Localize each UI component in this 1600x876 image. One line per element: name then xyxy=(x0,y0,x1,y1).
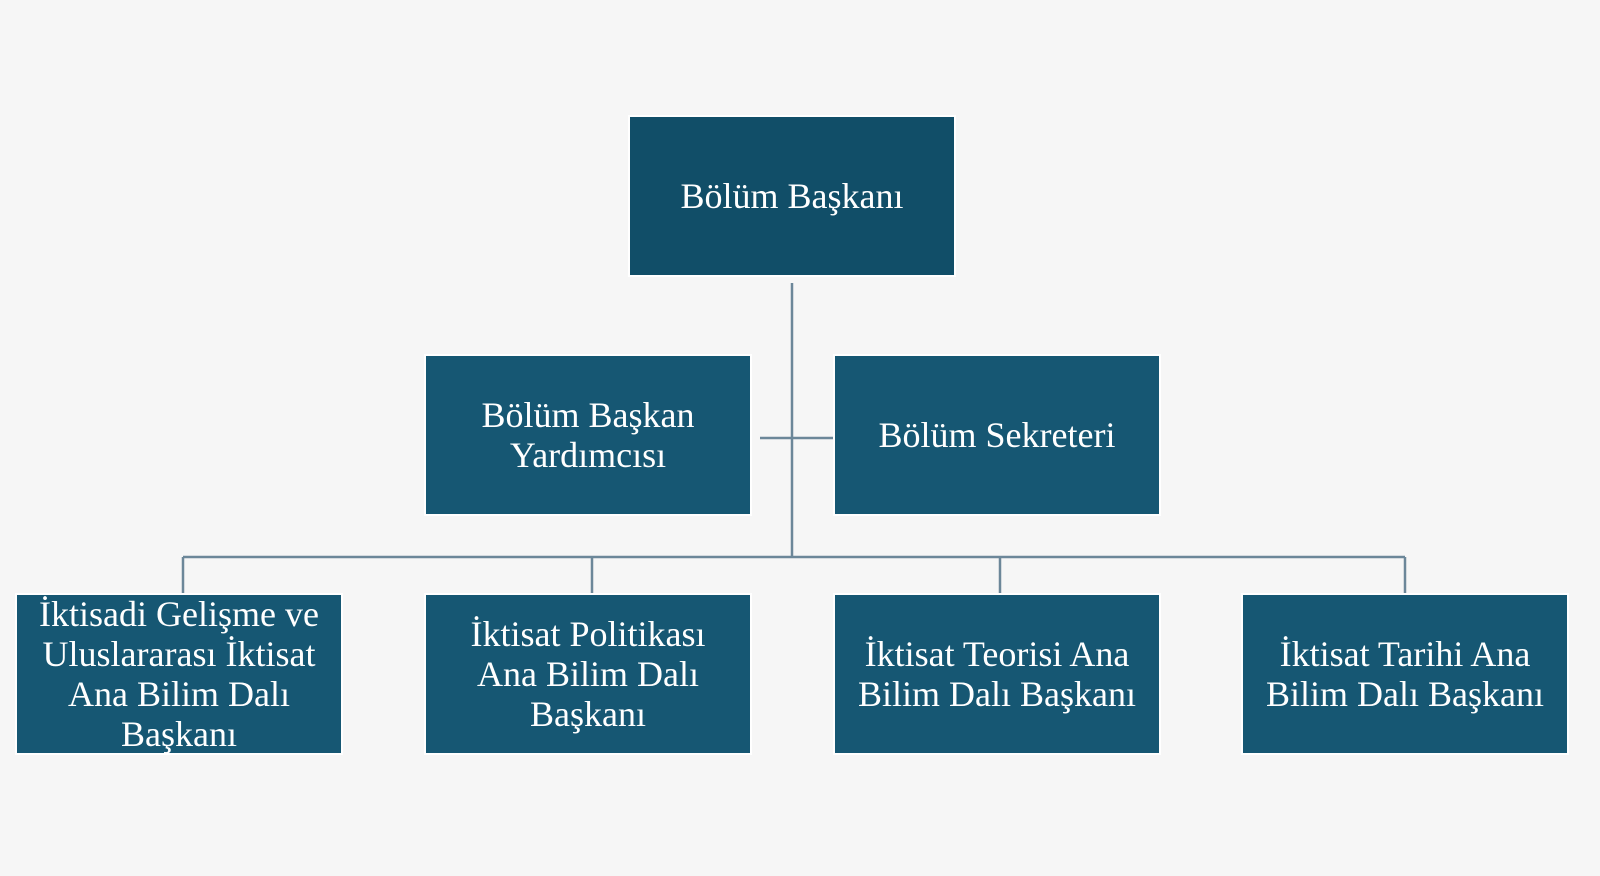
node-bolum-sekreteri: Bölüm Sekreteri xyxy=(833,354,1161,516)
node-label: İktisat Teorisi Ana Bilim Dalı Başkanı xyxy=(858,634,1136,714)
node-iktisat-teorisi-ana-bilim-dali: İktisat Teorisi Ana Bilim Dalı Başkanı xyxy=(833,593,1161,755)
node-label: Bölüm Başkanı xyxy=(680,176,904,216)
node-bolum-baskan-yardimcisi: Bölüm Başkan Yardımcısı xyxy=(424,354,752,516)
node-iktisat-tarihi-ana-bilim-dali: İktisat Tarihi Ana Bilim Dalı Başkanı xyxy=(1241,593,1569,755)
node-iktisat-politikasi-ana-bilim-dali: İktisat Politikası Ana Bilim Dalı Başkan… xyxy=(424,593,752,755)
node-iktisadi-gelisme-ana-bilim-dali: İktisadi Gelişme ve Uluslararası İktisat… xyxy=(15,593,343,755)
node-bolum-baskani: Bölüm Başkanı xyxy=(628,115,956,277)
node-label: İktisadi Gelişme ve Uluslararası İktisat… xyxy=(39,594,319,754)
node-label: Bölüm Sekreteri xyxy=(878,415,1116,455)
node-label: İktisat Tarihi Ana Bilim Dalı Başkanı xyxy=(1266,634,1544,714)
node-label: Bölüm Başkan Yardımcısı xyxy=(481,395,695,475)
node-label: İktisat Politikası Ana Bilim Dalı Başkan… xyxy=(470,614,706,734)
